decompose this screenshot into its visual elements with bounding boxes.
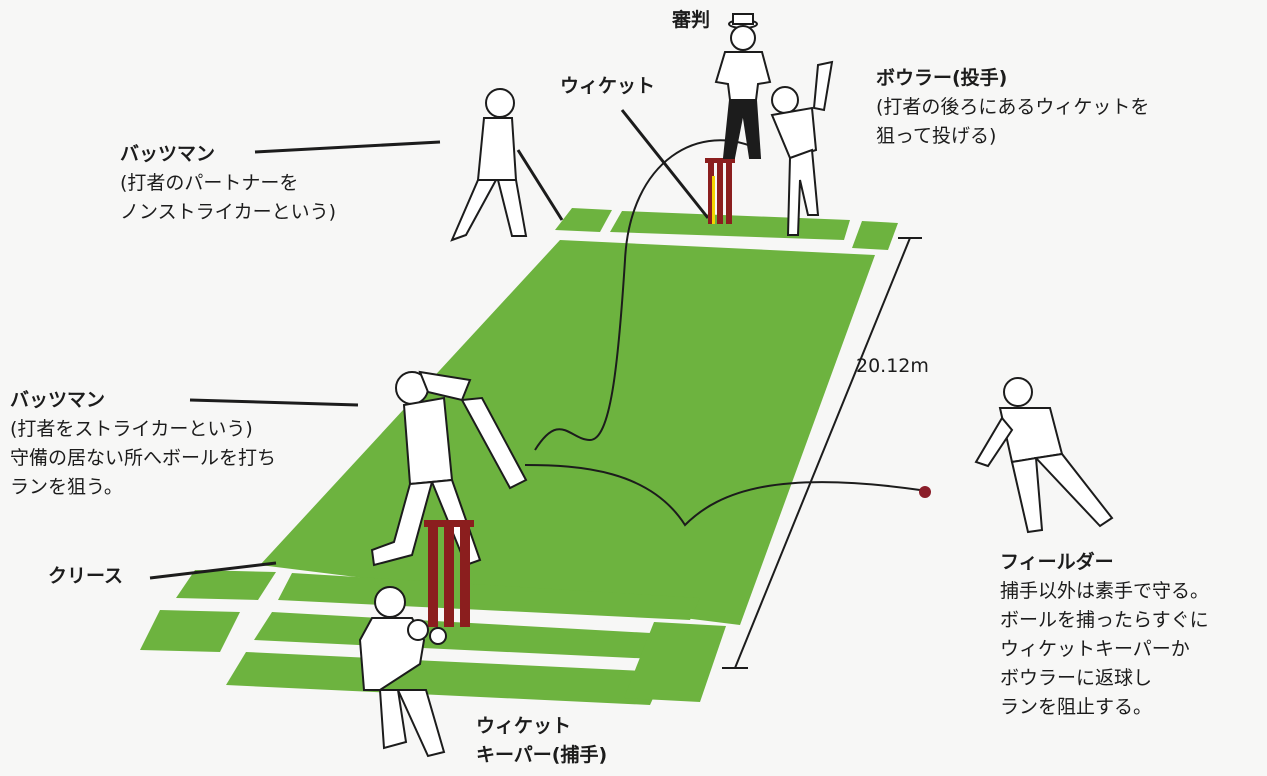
near-crease-strip xyxy=(254,612,686,660)
striker-label: バッツマン (打者をストライカーという) 守備の居ない所へボールを打ち ランを狙… xyxy=(10,386,276,502)
fielder-desc-line: ボールを捕ったらすぐに xyxy=(1000,609,1209,631)
umpire-figure xyxy=(714,13,772,159)
near-wicket-icon xyxy=(424,520,474,627)
non-striker-desc-line: (打者のパートナーを xyxy=(120,172,299,194)
wicket-label-text: ウィケット xyxy=(560,75,656,97)
non-striker-desc-line: ノンストライカーという) xyxy=(120,201,337,223)
bowler-figure xyxy=(770,60,834,236)
striker-leader xyxy=(189,398,359,407)
ball-trajectory xyxy=(524,139,921,527)
keeper-title-line: ウィケット xyxy=(476,715,572,737)
near-crease-strip xyxy=(226,652,665,705)
wicket-leader xyxy=(620,109,710,219)
far-wicket-icon xyxy=(705,158,735,224)
near-crease-strip xyxy=(176,570,276,600)
crease-label: クリース xyxy=(48,562,123,591)
fielder-desc-line: ランを阻止する。 xyxy=(1000,696,1153,718)
far-crease-strip xyxy=(555,208,612,232)
striker-desc-line: (打者をストライカーという) xyxy=(10,418,253,440)
fielder-title: フィールダー xyxy=(1000,551,1114,573)
wicket-label: ウィケット xyxy=(560,72,655,101)
fielder-desc-line: 捕手以外は素手で守る。 xyxy=(1000,580,1210,602)
bowler-label: ボウラー(投手) (打者の後ろにあるウィケットを 狙って投げる) xyxy=(876,64,1149,151)
crease-label-text: クリース xyxy=(48,565,124,587)
fielder-figure xyxy=(974,377,1114,534)
umpire-label-text: 審判 xyxy=(672,9,711,31)
striker-title: バッツマン xyxy=(10,389,106,411)
pitch-length-label: 20.12m xyxy=(856,355,929,377)
striker-desc-line: 守備の居ない所へボールを打ち xyxy=(10,447,277,469)
non-striker-title: バッツマン xyxy=(120,143,216,165)
umpire-label: 審判 xyxy=(672,6,710,35)
fielder-label: フィールダー 捕手以外は素手で守る。 ボールを捕ったらすぐに ウィケットキーパー… xyxy=(1000,548,1209,722)
bowler-desc-line: 狙って投げる) xyxy=(876,125,997,147)
near-crease-strip xyxy=(278,573,700,620)
crease-leader xyxy=(149,561,277,580)
non-striker-figure xyxy=(450,88,564,242)
pitch-surface xyxy=(260,240,875,625)
non-striker-leader xyxy=(254,140,441,154)
near-crease-strip xyxy=(140,610,240,652)
leader-lines xyxy=(149,109,710,580)
keeper-figure xyxy=(358,586,447,758)
bowler-desc-line: (打者の後ろにあるウィケットを xyxy=(876,96,1150,118)
fielder-desc-line: ウィケットキーパーか xyxy=(1000,638,1190,660)
ball-icon xyxy=(919,486,931,498)
non-striker-label: バッツマン (打者のパートナーを ノンストライカーという) xyxy=(120,140,336,227)
near-crease-strip xyxy=(624,622,726,702)
keeper-title-line: キーパー(捕手) xyxy=(476,744,608,766)
striker-desc-line: ランを狙う。 xyxy=(10,476,123,498)
keeper-label: ウィケット キーパー(捕手) xyxy=(476,712,607,770)
bowler-title: ボウラー(投手) xyxy=(876,67,1008,89)
fielder-desc-line: ボウラーに返球し xyxy=(1000,667,1153,689)
far-crease-strip xyxy=(852,221,898,250)
length-dimension xyxy=(722,237,922,669)
